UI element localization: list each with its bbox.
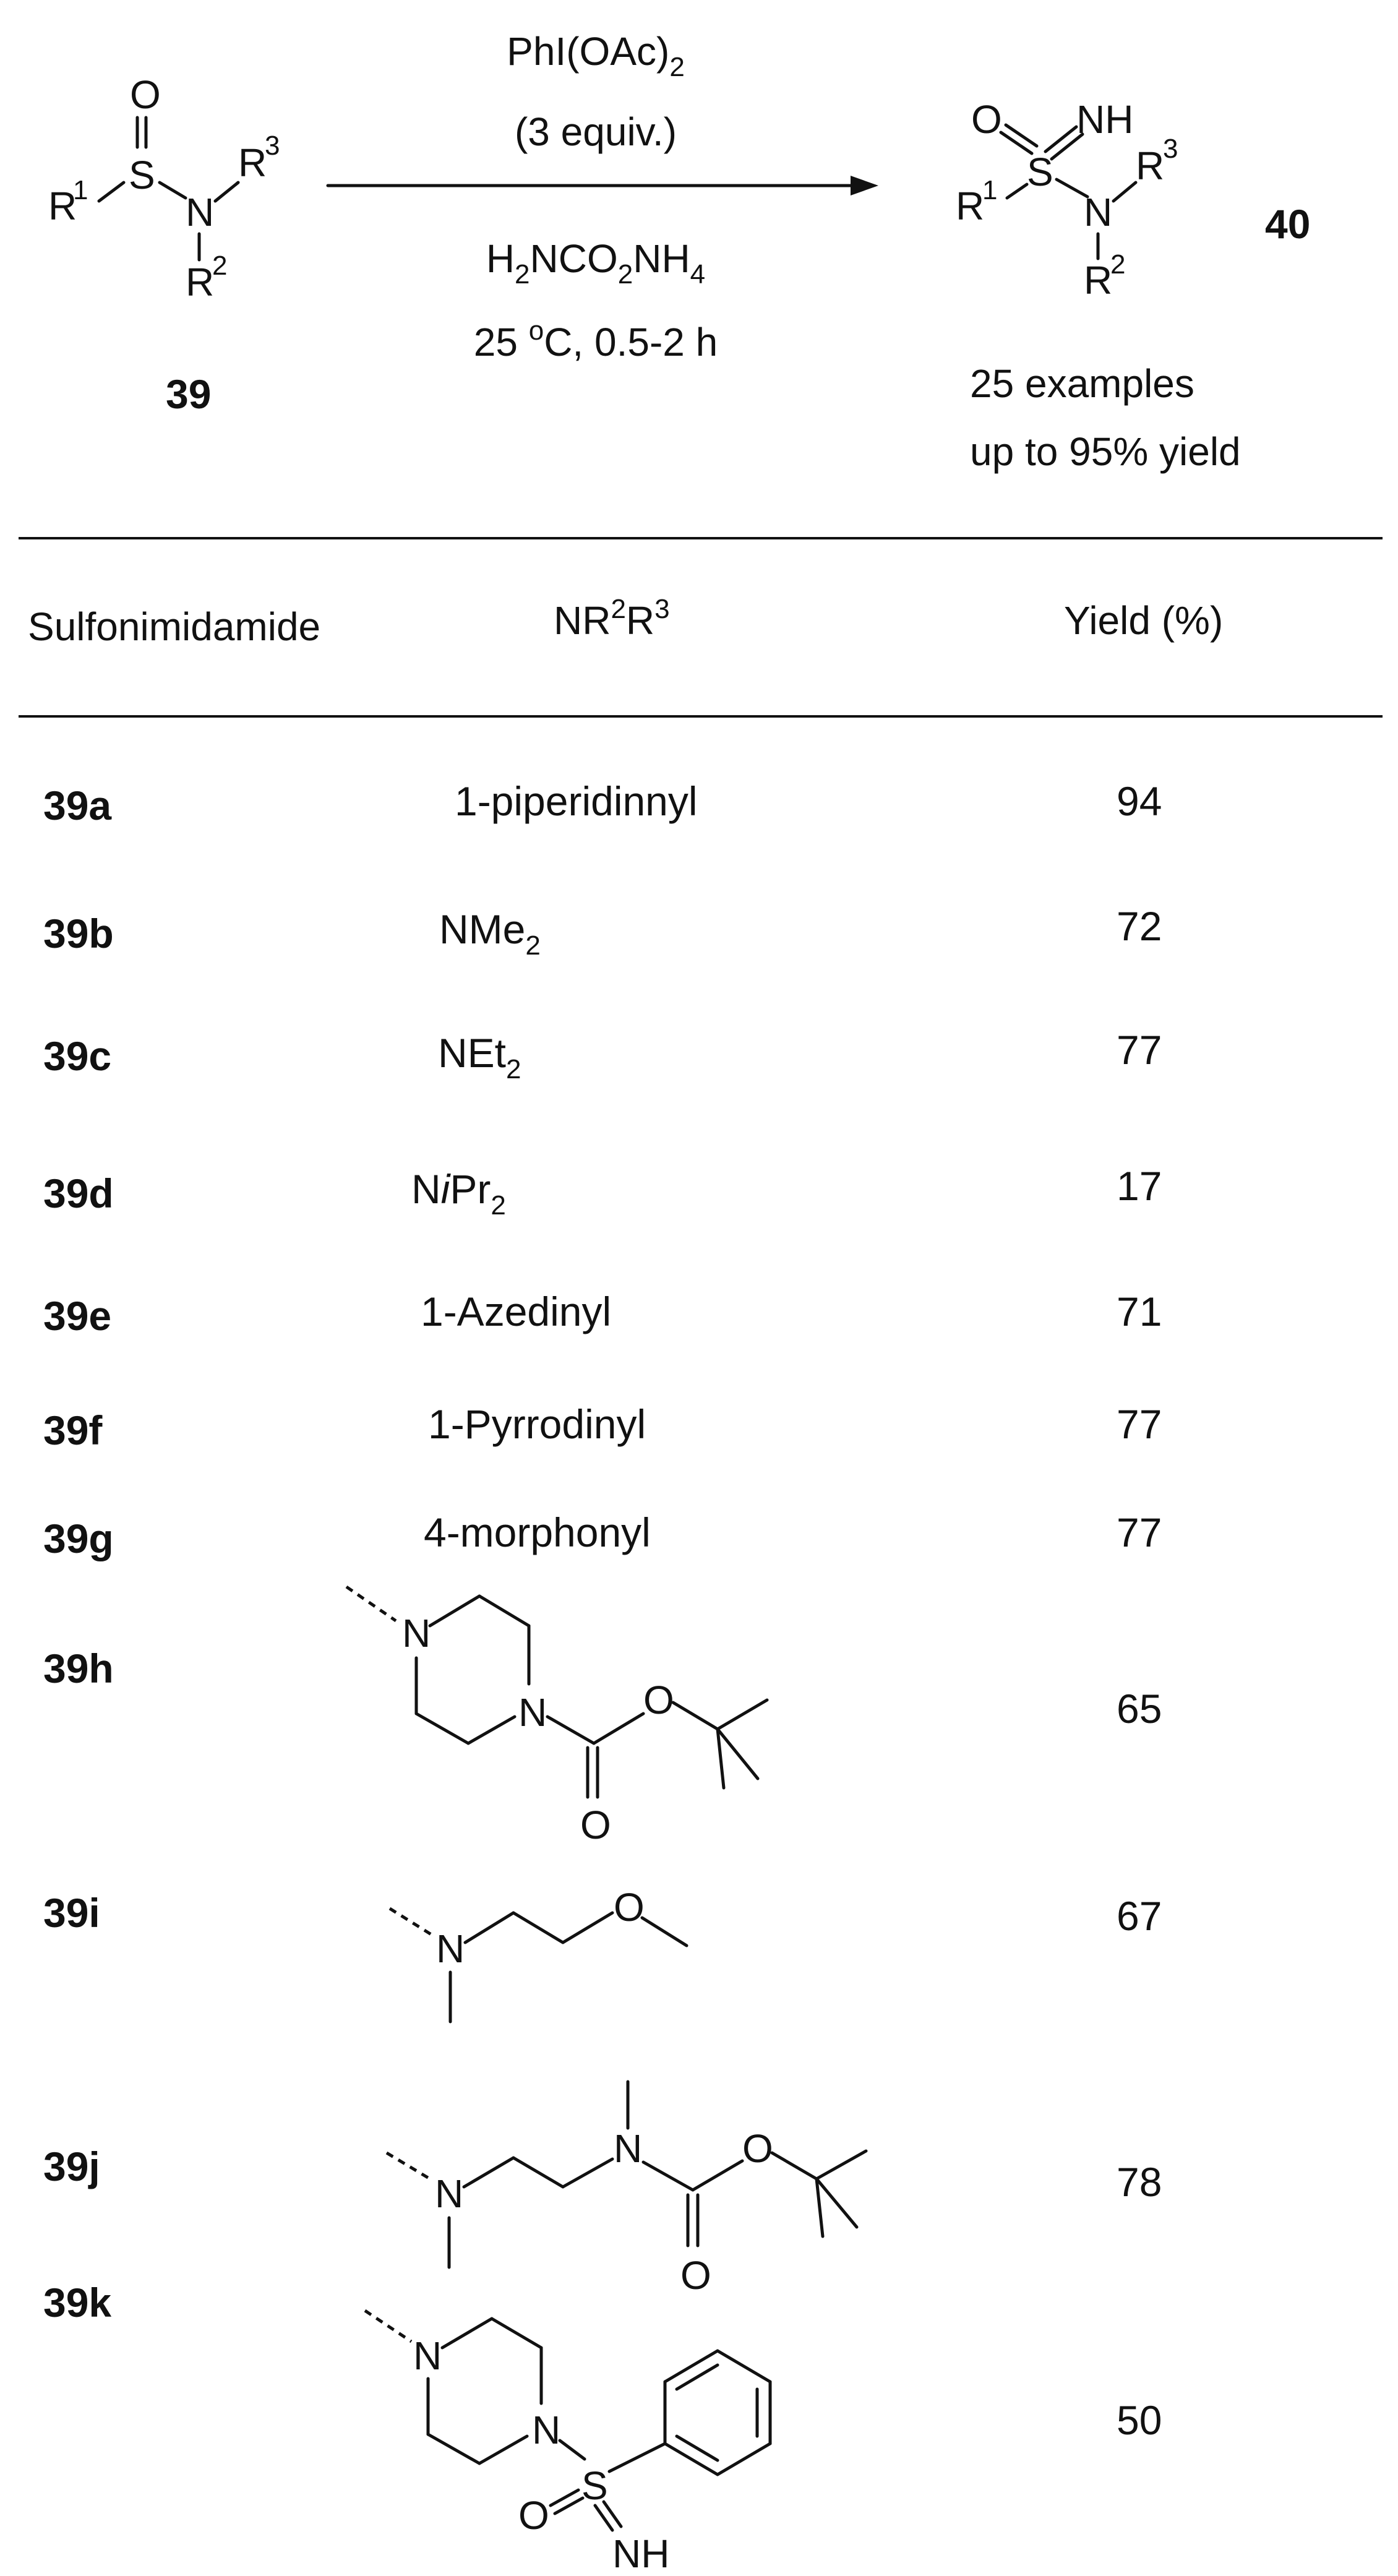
reagent-text: PhI(OAc)2 [507,29,685,82]
table-row: 39b NMe2 72 [43,903,1162,961]
compound-label: 39f [43,1407,103,1453]
table-row: 39a 1-piperidinnyl 94 [43,778,1162,828]
svg-text:N: N [413,2333,442,2378]
summary-yield: up to 95% yield [970,429,1241,474]
amine-text: 4-morphonyl [424,1509,651,1555]
atom-o: O [130,72,161,117]
svg-text:3: 3 [1163,134,1178,164]
yield-value: 67 [1117,1893,1162,1939]
reagent-equiv-text: (3 equiv.) [515,109,677,154]
structure-39i: N O [388,1885,688,2024]
atom-n: N [186,190,214,234]
structure-39k: N N S O NH [364,2309,772,2576]
table-row: 39g 4-morphonyl 77 [43,1509,1162,1561]
atom-r3: R [1136,144,1164,188]
compound-label: 39a [43,783,112,828]
atom-n: N [1084,190,1112,234]
structure-39h: N N O O [345,1585,769,1847]
table-row: 39e 1-Azedinyl 71 [43,1289,1162,1339]
header-yield: Yield (%) [1064,598,1223,643]
structure-39j: N N O O [385,2080,868,2298]
yield-value: 94 [1117,778,1162,824]
svg-text:O: O [580,1803,611,1847]
atom-o: O [971,97,1002,142]
atom-s: S [1027,150,1053,194]
header-amine: NR2R3 [554,594,670,643]
yield-value: 78 [1117,2159,1162,2205]
svg-text:2: 2 [212,251,227,281]
atom-r1: R [48,184,77,228]
amine-text: 1-Pyrrodinyl [428,1401,646,1447]
amine-text: NiPr2 [411,1166,506,1221]
table-row: 39i N O 67 [43,1885,1162,2024]
amine-text: 1-piperidinnyl [455,778,698,824]
amine-text: 1-Azedinyl [421,1289,611,1334]
atom-r1: R [956,184,984,228]
compound-label: 39j [43,2144,100,2189]
table-row: 39c NEt2 77 [43,1027,1162,1084]
svg-text:O: O [518,2493,549,2538]
table-row: 39f 1-Pyrrodinyl 77 [43,1401,1162,1453]
yield-value: 77 [1117,1401,1162,1447]
svg-text:N: N [614,2126,642,2171]
svg-text:1: 1 [982,175,997,205]
atom-nh: NH [1076,97,1133,142]
atom-r2: R [1084,258,1112,303]
amine-text: NMe2 [439,906,541,961]
product-label: 40 [1265,201,1310,247]
table-row: 39j N N O O 78 [43,2080,1162,2298]
atom-s: S [129,153,155,197]
yield-value: 71 [1117,1289,1162,1334]
arrow-head [851,176,878,195]
atom-r3: R [238,140,267,185]
svg-text:1: 1 [73,175,88,205]
compound-label: 39k [43,2280,111,2325]
reaction-conditions: PhI(OAc)2 (3 equiv.) H2NCO2NH4 25 oC, 0.… [326,29,878,364]
svg-text:N: N [436,1926,465,1971]
yield-value: 65 [1117,1686,1162,1732]
svg-text:O: O [643,1678,674,1722]
svg-text:N: N [402,1611,431,1655]
compound-label: 39d [43,1170,114,1216]
summary-examples: 25 examples [970,361,1194,406]
table-row: 39d NiPr2 17 [43,1163,1162,1221]
svg-text:2: 2 [1110,249,1125,280]
svg-text:3: 3 [265,131,280,161]
svg-text:NH: NH [612,2531,669,2576]
compound-label: 39h [43,1646,114,1691]
reactant-39-structure: O S R 1 N R 3 R 2 39 [48,72,280,417]
table-row: 39h N N O O 65 [43,1585,1162,1847]
table-row: 39k N N S O [43,2280,1162,2576]
svg-text:N: N [518,1690,547,1735]
yield-value: 72 [1117,903,1162,949]
compound-label: 39i [43,1890,100,1936]
svg-text:O: O [680,2253,711,2298]
yield-value: 17 [1117,1163,1162,1209]
header-sulfonimidamide: Sulfonimidamide [28,604,320,649]
product-40-structure: O S NH R 1 N R 3 R 2 40 25 examples up t… [956,97,1310,474]
compound-label: 39c [43,1033,111,1079]
compound-label: 39g [43,1516,114,1561]
yield-value: 50 [1117,2397,1162,2443]
compound-label: 39b [43,911,114,956]
conditions-text: 25 oC, 0.5-2 h [474,316,718,364]
yield-value: 77 [1117,1027,1162,1073]
ammonia-source-text: H2NCO2NH4 [486,236,705,290]
svg-text:N: N [435,2171,463,2216]
reactant-label: 39 [166,371,211,417]
amine-text: NEt2 [438,1030,521,1084]
compound-label: 39e [43,1293,111,1339]
yield-value: 77 [1117,1509,1162,1555]
atom-r2: R [186,260,214,304]
svg-text:N: N [532,2408,560,2452]
svg-text:O: O [742,2126,773,2171]
svg-text:O: O [614,1885,645,1930]
